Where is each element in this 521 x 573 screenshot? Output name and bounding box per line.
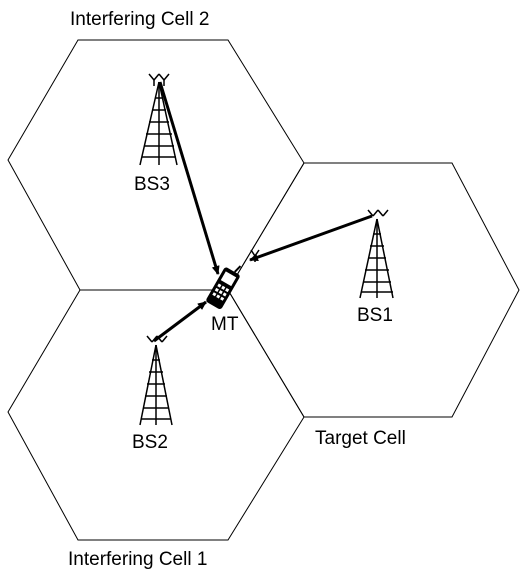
bs2-tower-icon [139,335,173,426]
interfering-cell-1-label: Interfering Cell 1 [68,549,207,570]
target-cell-label: Target Cell [315,428,406,449]
bs3-label: BS3 [134,174,170,195]
bs1-tower-icon [359,209,394,299]
hex-interfering-cell-1 [7,289,305,541]
bs3-tower-icon [139,73,178,166]
arrow-bs2-to-mt [153,300,207,343]
bs1-label: BS1 [357,305,393,326]
interfering-cell-2-label: Interfering Cell 2 [70,9,209,30]
mt-phone-icon [206,265,242,309]
arrow-bs1-to-mt [249,214,373,262]
hex-target-cell [227,162,520,418]
bs2-label: BS2 [132,432,168,453]
arrow-bs3-to-mt [158,81,220,275]
mt-label: MT [211,314,239,335]
